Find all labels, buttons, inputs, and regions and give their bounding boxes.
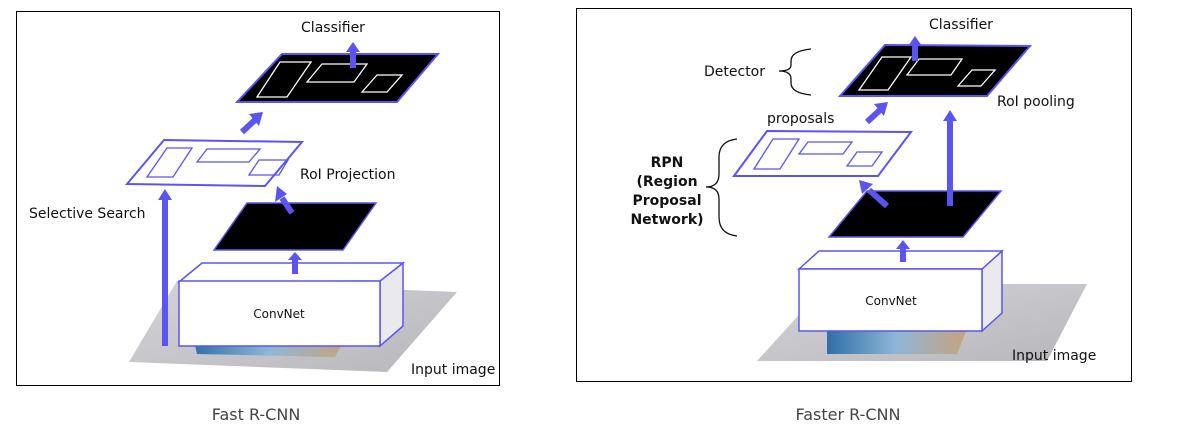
classifier-feature-map <box>234 53 441 103</box>
rpn-brace <box>705 138 738 237</box>
arrowhead <box>288 252 302 260</box>
faster-rcnn-panel: ConvNet proposals RoI pooling Classifier <box>576 8 1132 382</box>
convnet-box-top-face <box>176 262 406 283</box>
faster-rcnn-caption: Faster R-CNN <box>795 405 901 424</box>
rpn-label-line4: Network) <box>630 212 703 228</box>
selective-search-label: Selective Search <box>29 206 146 222</box>
roi-box <box>247 159 290 176</box>
rpn-label-line2: (Region <box>636 174 697 190</box>
roi-box <box>145 147 194 178</box>
detected-box <box>905 58 964 76</box>
feature-map <box>827 190 1003 238</box>
arrowhead <box>943 110 957 121</box>
arrowhead <box>275 186 287 202</box>
faster-rcnn-diagram: ConvNet proposals RoI pooling Classifier <box>630 17 1096 364</box>
arrowhead <box>346 42 360 52</box>
rpn-label-line1: RPN <box>651 155 684 171</box>
arrow-roi-to-classifier-map <box>239 117 258 135</box>
arrow-featuremap-to-proposals <box>867 187 889 209</box>
roi-projection-label: RoI Projection <box>300 167 395 183</box>
classifier-label: Classifier <box>929 17 993 33</box>
proposal-box <box>797 141 854 155</box>
convnet-box-front <box>178 280 381 347</box>
classified-box <box>255 61 313 98</box>
classified-box <box>305 63 369 83</box>
arrowhead <box>908 36 922 46</box>
detector-brace <box>778 48 812 96</box>
proposal-box <box>845 151 884 167</box>
convnet-label: ConvNet <box>865 294 917 308</box>
arrowhead <box>874 102 888 116</box>
detector-feature-map <box>837 43 1033 97</box>
feature-map <box>212 202 378 251</box>
convnet-label: ConvNet <box>253 307 305 321</box>
arrowhead <box>896 240 910 249</box>
rpn-label-line3: Proposal <box>632 193 701 209</box>
fast-rcnn-diagram: ConvNet RoI Projection Classifier Select… <box>29 20 495 378</box>
roi-pooling-label: RoI pooling <box>997 94 1075 110</box>
classifier-label: Classifier <box>301 20 365 36</box>
arrowhead <box>859 180 873 194</box>
arrow-proposals-to-detector <box>864 107 883 125</box>
arrow-featuremap-to-roi <box>279 196 295 215</box>
arrowhead <box>249 112 263 126</box>
input-image-label: Input image <box>1012 348 1096 364</box>
detected-box <box>857 56 913 91</box>
roi-box <box>195 148 262 163</box>
convnet-box-front <box>798 268 983 332</box>
roi-projection-plane <box>124 138 305 188</box>
input-image-label: Input image <box>411 362 495 378</box>
detector-label: Detector <box>704 64 765 80</box>
detected-box <box>956 69 997 87</box>
input-image-photo <box>827 329 967 354</box>
classified-box <box>360 74 404 93</box>
proposals-label: proposals <box>767 111 834 127</box>
fast-rcnn-caption: Fast R-CNN <box>211 405 301 424</box>
fast-rcnn-panel: ConvNet RoI Projection Classifier Select… <box>16 11 500 386</box>
arrowhead <box>158 189 172 200</box>
proposal-box <box>752 138 801 170</box>
